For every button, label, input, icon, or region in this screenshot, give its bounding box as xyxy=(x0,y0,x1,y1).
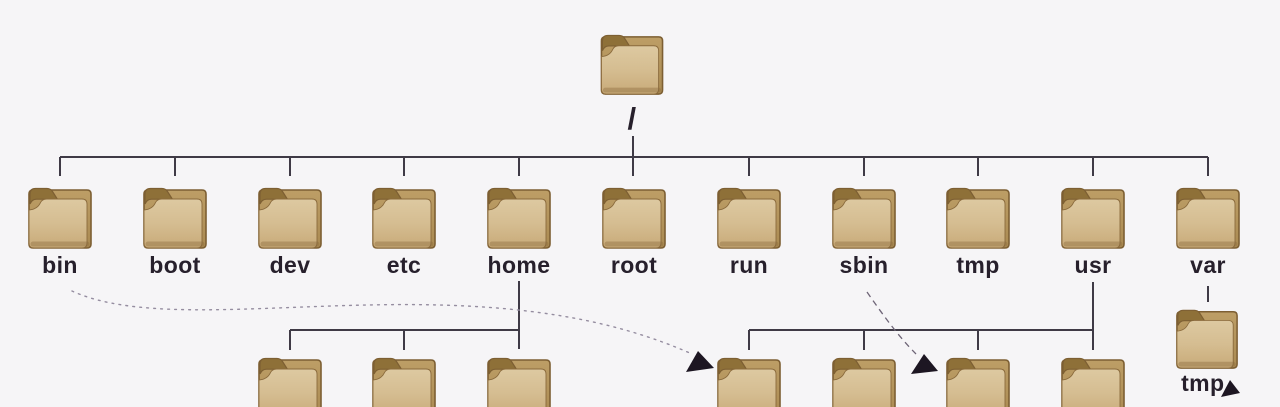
folder-node-tmp: tmp xyxy=(943,182,1013,278)
folder-node-boot: boot xyxy=(140,182,210,278)
folder-label-var-tmp: tmp xyxy=(1181,370,1225,396)
folder-icon xyxy=(369,352,439,407)
folder-icon xyxy=(943,182,1013,250)
folder-icon xyxy=(255,352,325,407)
folder-icon xyxy=(829,352,899,407)
folder-label-boot: boot xyxy=(149,252,201,278)
folder-icon xyxy=(484,352,554,407)
folder-icon xyxy=(484,182,554,250)
folder-node-home-child-3 xyxy=(484,352,554,407)
folder-icon xyxy=(369,182,439,250)
folder-node-usr: usr xyxy=(1058,182,1128,278)
folder-icon xyxy=(714,352,784,407)
folder-label-tmp: tmp xyxy=(956,252,1000,278)
bin-symlink-curve xyxy=(71,290,693,355)
folder-node-root: / xyxy=(594,29,670,136)
folder-label-rootdir: root xyxy=(610,252,658,278)
sbin-symlink-curve xyxy=(866,291,917,355)
folder-node-dev: dev xyxy=(255,182,325,278)
folder-icon xyxy=(1058,352,1128,407)
folder-label-run: run xyxy=(729,252,769,278)
folder-node-home-child-2 xyxy=(369,352,439,407)
folder-node-usr-child-4 xyxy=(1058,352,1128,407)
folder-icon xyxy=(714,182,784,250)
folder-label-root: / xyxy=(627,101,637,136)
folder-icon xyxy=(599,182,669,250)
folder-icon xyxy=(1172,304,1242,370)
folder-icon xyxy=(25,182,95,250)
folder-node-var: var xyxy=(1173,182,1243,278)
folder-node-run: run xyxy=(714,182,784,278)
folder-node-home: home xyxy=(484,182,554,278)
sbin-symlink-arrowhead xyxy=(911,354,938,374)
folder-icon xyxy=(140,182,210,250)
folder-icon xyxy=(1058,182,1128,250)
bin-symlink-arrowhead xyxy=(686,351,714,372)
folder-node-etc: etc xyxy=(369,182,439,278)
folder-label-dev: dev xyxy=(269,252,311,278)
usr-tick-lines xyxy=(748,330,979,350)
folder-label-var: var xyxy=(1190,252,1226,278)
home-tick-lines xyxy=(289,330,405,350)
folder-icon xyxy=(829,182,899,250)
folder-label-etc: etc xyxy=(386,252,422,278)
folder-icon xyxy=(255,182,325,250)
folder-node-rootdir: root xyxy=(599,182,669,278)
level1-tick-lines xyxy=(59,157,1209,176)
folder-node-home-child-1 xyxy=(255,352,325,407)
folder-node-sbin: sbin xyxy=(829,182,899,278)
folder-node-usr-child-2 xyxy=(829,352,899,407)
folder-node-bin: bin xyxy=(25,182,95,278)
folder-label-bin: bin xyxy=(42,252,78,278)
folder-icon xyxy=(1173,182,1243,250)
folder-label-home: home xyxy=(487,252,551,278)
folder-node-usr-child-1 xyxy=(714,352,784,407)
folder-node-usr-child-3 xyxy=(943,352,1013,407)
folder-icon xyxy=(943,352,1013,407)
folder-icon xyxy=(594,29,670,96)
folder-label-sbin: sbin xyxy=(839,252,889,278)
folder-label-usr: usr xyxy=(1074,252,1112,278)
folder-node-var-tmp: tmp xyxy=(1172,304,1242,396)
